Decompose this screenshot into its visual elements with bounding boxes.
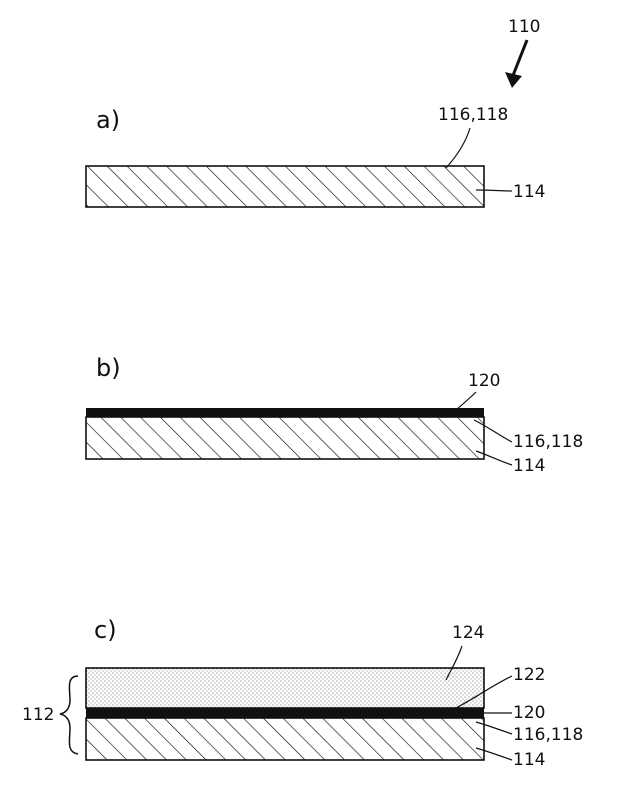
figure-reference-label: 110 [508, 17, 540, 37]
figure-reference-arrowhead [505, 72, 522, 88]
leader-116-118-a [446, 128, 470, 168]
substrate-114-a [86, 166, 484, 207]
stack-brace-112 [60, 676, 78, 754]
panel-a-label: a) [96, 106, 120, 134]
callout-122-c: 122 [513, 665, 545, 685]
panel-b-label: b) [96, 354, 121, 382]
callout-124-c: 124 [452, 623, 484, 643]
layer-120-c [86, 708, 484, 718]
panel-c: c) 112 124 122 120 116,118 114 [22, 616, 583, 770]
callout-114-b: 114 [513, 456, 545, 476]
panel-a: a) 116,118 114 [86, 105, 545, 207]
panel-b: b) 120 116,118 114 [86, 354, 583, 476]
panel-c-label: c) [94, 616, 117, 644]
callout-114-a: 114 [513, 182, 545, 202]
layer-120-b [86, 408, 484, 417]
callout-114-c: 114 [513, 750, 545, 770]
callout-116-118-c: 116,118 [513, 725, 583, 745]
callout-112-c: 112 [22, 705, 54, 725]
upper-layer-124-c [86, 668, 484, 708]
callout-120-c: 120 [513, 703, 545, 723]
callout-120-b: 120 [468, 371, 500, 391]
figure-reference-arrow [512, 40, 527, 78]
callout-116-118-b: 116,118 [513, 432, 583, 452]
leader-120-b [456, 392, 476, 410]
substrate-114-b [86, 417, 484, 459]
callout-116-118-a: 116,118 [438, 105, 508, 125]
substrate-114-c [86, 718, 484, 760]
